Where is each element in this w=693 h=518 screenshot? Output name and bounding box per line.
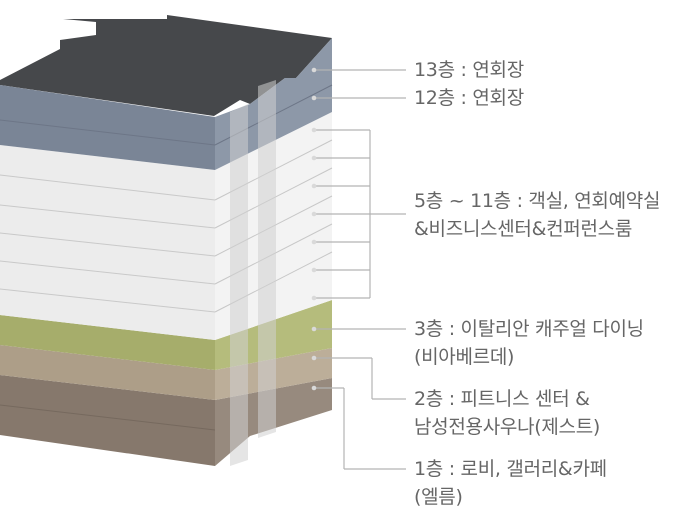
marker-2 [311,355,317,361]
floor-5-11-label: 5층 ~ 11층 : 객실, 연회예약실 &비즈니스센터&컨퍼런스룸 [414,187,660,243]
floor-2-text-line1: 2층 : 피트니스 센터 & [414,388,590,410]
floor-1-text-line1: 1층 : 로비, 갤러리&카페 [414,458,607,480]
floor-13-label: 13층 : 연회장 [414,56,524,84]
floor-2-text-line2: 남성전용사우나(제스트) [414,416,601,438]
marker-1 [311,385,317,391]
floor-3-label: 3층 : 이탈리안 캐주얼 다이닝 (비아베르데) [414,315,644,371]
floor-5-11-text-line2: &비즈니스센터&컨퍼런스룸 [414,218,633,240]
floor-13-text: 13층 : 연회장 [414,59,524,81]
floor-12-label: 12층 : 연회장 [414,84,524,112]
marker-3 [311,326,317,332]
marker-13 [311,67,317,73]
right-facade [214,38,333,466]
marker-rooms-6 [311,295,317,301]
floor-1-label: 1층 : 로비, 갤러리&카페 (엘름) [414,455,607,511]
banquet-floors-front [0,85,215,170]
dining-floor-front [0,315,215,370]
roof-top [0,15,332,116]
floor-2-label: 2층 : 피트니스 센터 & 남성전용사우나(제스트) [414,385,600,441]
left-facade [0,85,216,466]
rooms-floors-front [0,145,215,340]
recess-shadows [230,80,276,466]
floor-1-text-line2: (엘름) [414,486,463,508]
marker-rooms-1 [311,155,317,161]
floor-3-text-line2: (비아베르데) [414,346,515,368]
marker-rooms-5 [311,267,317,273]
fitness-floor-front [0,345,215,400]
left-facade-floor-lines [0,119,216,431]
marker-rooms-2 [311,183,317,189]
floor-3-text-line1: 3층 : 이탈리안 캐주얼 다이닝 [414,318,644,340]
marker-rooms-4 [311,239,317,245]
connector-lines [314,69,406,470]
floor-5-11-text-line1: 5층 ~ 11층 : 객실, 연회예약실 [414,190,661,212]
marker-12 [311,95,317,101]
marker-rooms-0 [311,127,317,133]
floor-markers [311,67,317,391]
floor-12-text: 12층 : 연회장 [414,87,524,109]
marker-rooms-3 [311,211,317,217]
lobby-floor-front [0,375,215,466]
